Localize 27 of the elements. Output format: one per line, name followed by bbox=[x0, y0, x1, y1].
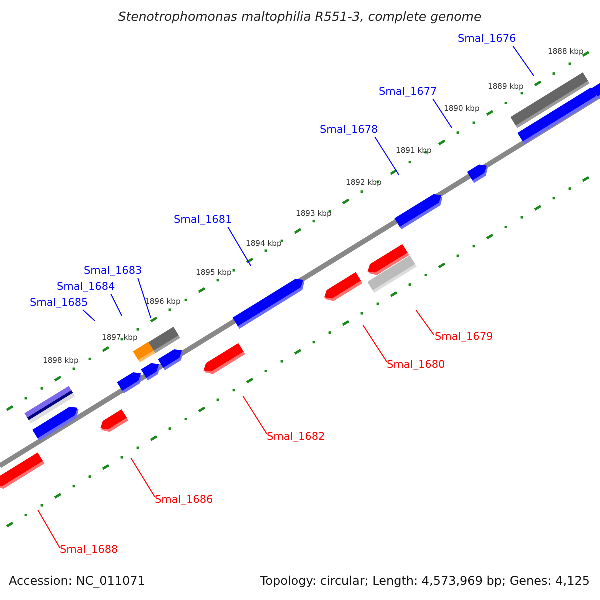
leader-line bbox=[242, 396, 268, 434]
leader-line bbox=[38, 510, 60, 548]
gene-label: Smal_1679 bbox=[435, 332, 494, 342]
gene-label: Smal_1677 bbox=[379, 87, 438, 98]
leader-line bbox=[512, 46, 534, 76]
leader-line bbox=[228, 226, 252, 266]
leader-line bbox=[82, 310, 96, 322]
leader-line bbox=[138, 278, 152, 318]
gene-label: Smal_1686 bbox=[155, 495, 214, 506]
title: Stenotrophomonas maltophilia R551-3, complete genome bbox=[117, 11, 483, 24]
gene-label: Smal_1678 bbox=[320, 125, 378, 136]
accession-text: Accession: NC_011071 bbox=[9, 575, 146, 587]
gene-label: Smal_1688 bbox=[60, 545, 118, 556]
leader-line bbox=[374, 136, 400, 176]
gene-label: Smal_1683 bbox=[84, 266, 142, 276]
leader-line bbox=[432, 98, 452, 128]
gene-label: Smal_1682 bbox=[267, 432, 326, 442]
gene-label: Smal_1685 bbox=[30, 298, 88, 308]
leader-line bbox=[416, 310, 434, 336]
leader-line bbox=[362, 324, 388, 362]
gene-label: Smal_1684 bbox=[57, 282, 116, 292]
leader-line bbox=[130, 458, 156, 498]
gene-label: Smal_1676 bbox=[458, 34, 516, 44]
genome-summary-text: Topology: circular; Length: 4,573,969 bp; Genes: 4,125 bbox=[260, 575, 590, 587]
leader-line bbox=[110, 294, 122, 316]
gene-label: Smal_1681 bbox=[174, 215, 232, 226]
gene-label: Smal_1680 bbox=[387, 360, 446, 370]
